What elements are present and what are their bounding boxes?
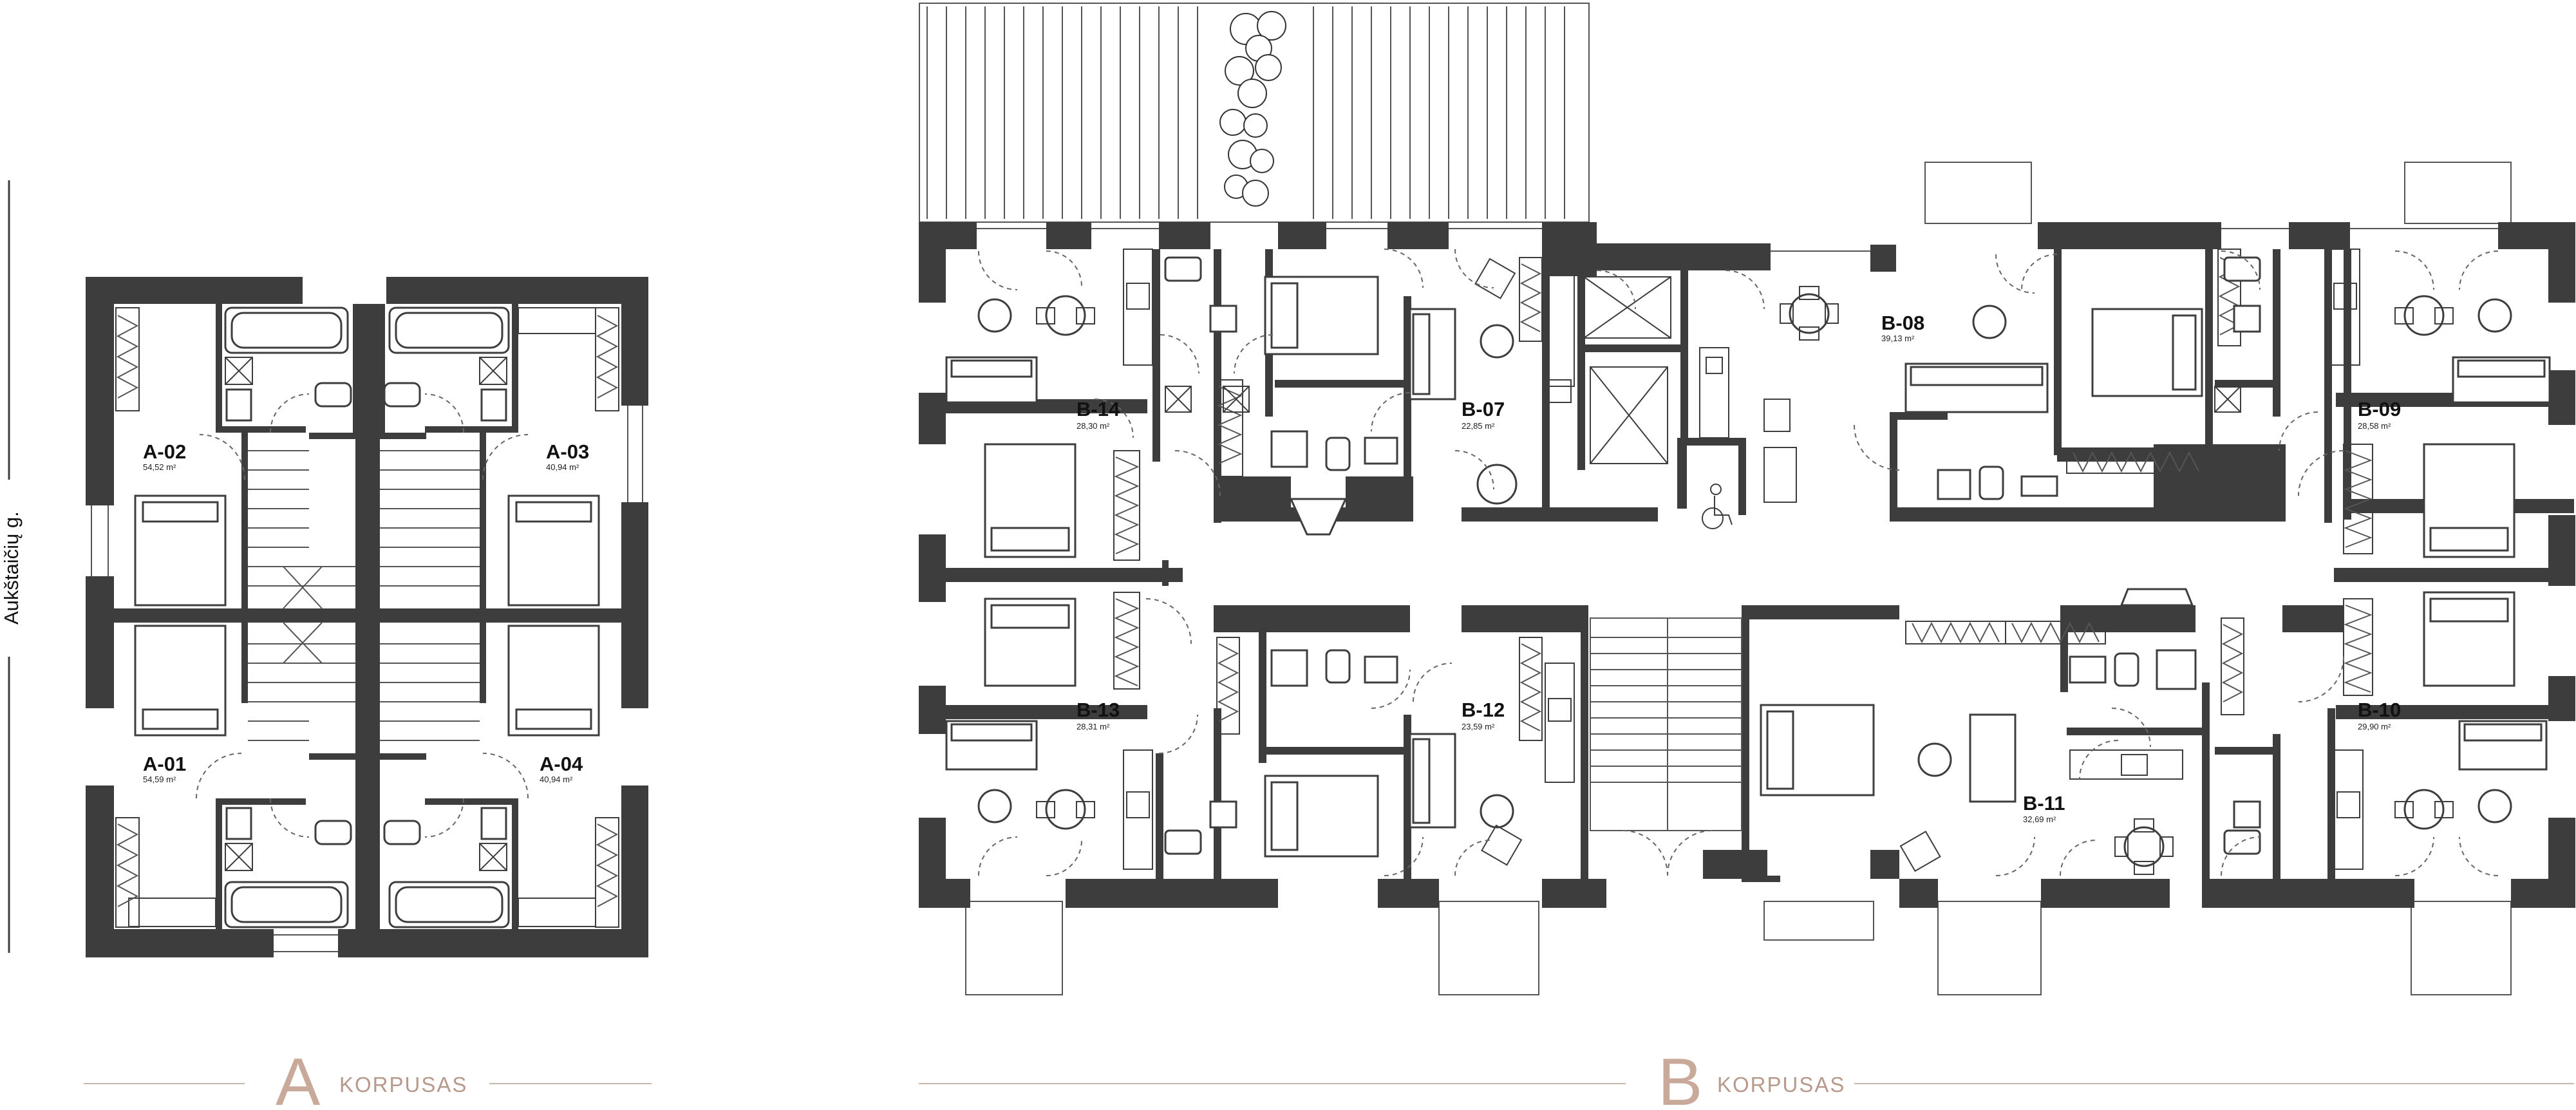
unit-area: 32,69 m² (2023, 814, 2056, 824)
unit-area: 28,31 m² (1076, 722, 1110, 731)
unit-id: A-03 (546, 440, 589, 463)
unit-area: 40,94 m² (546, 462, 579, 472)
unit-id: B-13 (1076, 699, 1120, 721)
unit-area: 40,94 m² (540, 775, 573, 784)
elevator-icon (1583, 276, 1671, 464)
unit-id: A-04 (540, 753, 583, 775)
unit-area: 23,59 m² (1462, 722, 1495, 731)
unit-id: A-01 (143, 753, 186, 775)
unit-id: B-09 (2358, 398, 2401, 420)
unit-b-07[interactable]: B-07 22,85 m² (1462, 398, 1505, 431)
unit-b-10[interactable]: B-10 29,90 m² (2358, 699, 2401, 731)
unit-b-14[interactable]: B-14 28,30 m² (1076, 398, 1120, 431)
unit-a-04[interactable]: A-04 40,94 m² (540, 753, 583, 784)
unit-id: B-12 (1462, 699, 1505, 721)
unit-id: B-14 (1076, 398, 1120, 420)
unit-b-11[interactable]: B-11 32,69 m² (2023, 792, 2065, 824)
unit-id: A-02 (143, 440, 186, 463)
unit-b-09[interactable]: B-09 28,58 m² (2358, 398, 2401, 431)
unit-id: B-11 (2023, 792, 2065, 814)
building-letter: A (276, 1045, 321, 1110)
unit-b-08[interactable]: B-08 39,13 m² (1881, 312, 1924, 343)
building-b-plan (919, 3, 2575, 995)
unit-area: 54,59 m² (143, 775, 176, 784)
building-a-plan (86, 277, 648, 957)
unit-labels: A-02 54,52 m² A-03 40,94 m² A-01 54,59 m… (143, 312, 2401, 824)
building-letter: B (1658, 1045, 1702, 1110)
building-a-caption: A KORPUSAS (84, 1045, 652, 1110)
street-marker: Aukštaičių g. (0, 180, 23, 953)
unit-id: B-08 (1881, 312, 1924, 334)
unit-id: B-07 (1462, 398, 1505, 420)
tree-icon (1210, 6, 1301, 219)
building-b-caption: B KORPUSAS (919, 1045, 2574, 1110)
unit-area: 29,90 m² (2358, 722, 2391, 731)
wheelchair-icon (1702, 484, 1733, 529)
unit-area: 22,85 m² (1462, 421, 1495, 431)
unit-b-13[interactable]: B-13 28,31 m² (1076, 699, 1120, 731)
unit-area: 39,13 m² (1881, 334, 1915, 343)
unit-area: 28,58 m² (2358, 421, 2391, 431)
unit-a-01[interactable]: A-01 54,59 m² (143, 753, 186, 784)
unit-id: B-10 (2358, 699, 2401, 721)
street-label: Aukštaičių g. (0, 511, 23, 625)
unit-area: 54,52 m² (143, 462, 176, 472)
unit-a-03[interactable]: A-03 40,94 m² (546, 440, 589, 472)
unit-area: 28,30 m² (1076, 421, 1110, 431)
building-word: KORPUSAS (339, 1073, 467, 1096)
unit-a-02[interactable]: A-02 54,52 m² (143, 440, 186, 472)
unit-b-12[interactable]: B-12 23,59 m² (1462, 699, 1505, 731)
building-word: KORPUSAS (1717, 1073, 1845, 1096)
